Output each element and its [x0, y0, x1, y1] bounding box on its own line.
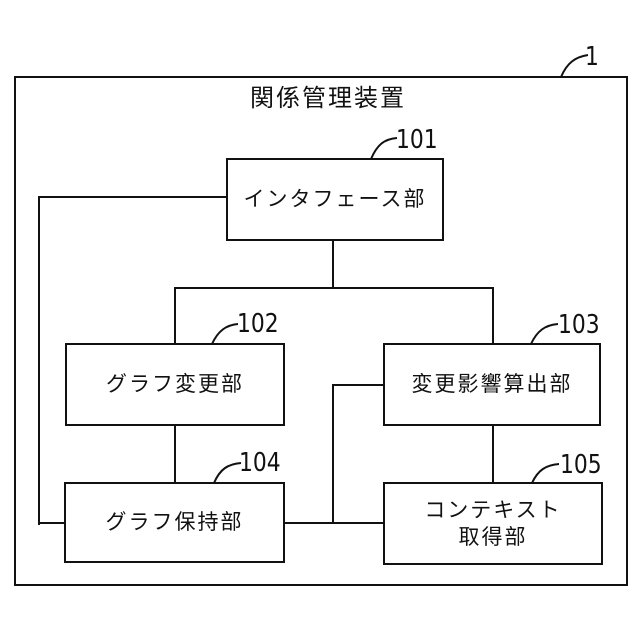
block-graph-store: グラフ保持部	[64, 482, 285, 563]
connector-left-bus-vertical	[38, 196, 40, 525]
block-interface-label: インタフェース部	[243, 187, 427, 211]
connector-102-104-vertical	[174, 425, 176, 483]
block-graph-change-label: グラフ変更部	[106, 372, 244, 396]
ref-numeral-1: 1	[585, 42, 599, 72]
connector-mid-vertical	[332, 384, 334, 524]
ref-numeral-101: 101	[396, 125, 438, 155]
connector-103-105-vertical	[492, 425, 494, 483]
connector-104-105-horizontal	[284, 522, 384, 524]
connector-103-top-vertical	[492, 287, 494, 345]
block-interface: インタフェース部	[226, 158, 444, 241]
block-change-impact-calc-label: 変更影響算出部	[411, 372, 573, 396]
ref-numeral-105: 105	[560, 450, 602, 480]
connector-102-top-vertical	[174, 287, 176, 345]
connector-104-left-horizontal	[38, 522, 66, 524]
connector-tree-horizontal	[174, 287, 494, 289]
block-change-impact-calc: 変更影響算出部	[383, 343, 601, 426]
device-title: 関係管理装置	[250, 84, 406, 112]
device-boundary-box	[14, 76, 628, 586]
block-context-acquire: コンテキスト 取得部	[383, 482, 603, 565]
block-graph-store-label: グラフ保持部	[105, 510, 244, 534]
connector-101-bottom-vertical	[332, 241, 334, 289]
leader-line-1	[560, 54, 589, 78]
block-context-acquire-label-line2: 取得部	[458, 524, 528, 549]
block-graph-change: グラフ変更部	[65, 343, 285, 426]
block-context-acquire-label-line1: コンテキスト	[424, 497, 562, 522]
ref-numeral-103: 103	[558, 310, 600, 340]
connector-103-left-horizontal	[333, 384, 384, 386]
ref-numeral-102: 102	[237, 309, 279, 339]
connector-101-left-horizontal	[38, 196, 226, 198]
ref-numeral-104: 104	[239, 448, 281, 478]
